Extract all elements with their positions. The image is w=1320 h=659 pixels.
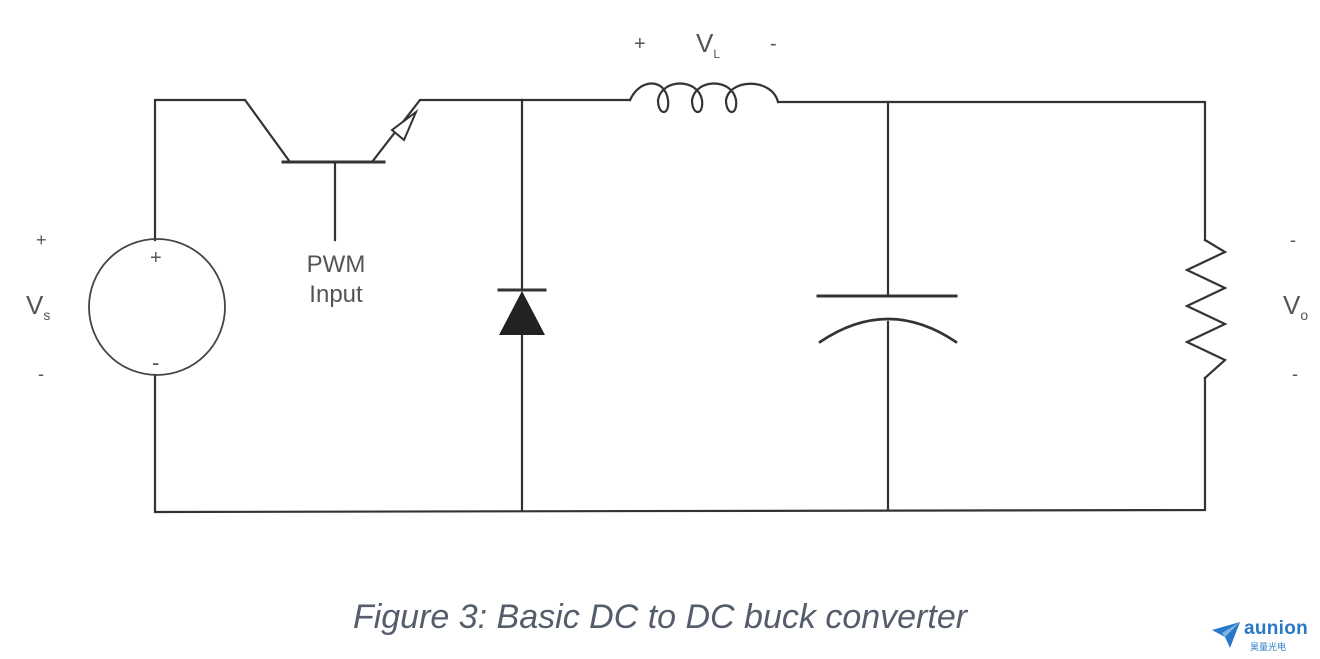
output-minus: - — [1292, 364, 1298, 384]
source-minus-inner: - — [152, 350, 159, 375]
logo-subtitle: 昊量光电 — [1250, 642, 1287, 652]
wire-bottom-rail — [153, 373, 1207, 514]
wire-emitter-to-rail — [370, 98, 632, 164]
inductor-minus: - — [770, 33, 777, 55]
aunion-logo: aunion 昊量光电 — [1210, 618, 1310, 654]
figure-caption: Figure 3: Basic DC to DC buck converter — [352, 598, 968, 636]
pwm-input-line2: Input — [309, 281, 363, 308]
voltage-source-circle — [88, 238, 226, 376]
logo-word: aunion — [1244, 618, 1309, 639]
circuit-wires — [153, 98, 1207, 514]
transistor — [281, 108, 419, 164]
pwm-input-line1: PWM — [307, 251, 366, 278]
output-plus: - — [1290, 230, 1296, 250]
inductor-coil — [628, 82, 780, 114]
source-minus-outer: - — [38, 364, 44, 384]
transistor-emitter-arrow — [390, 108, 419, 142]
paper-plane-icon — [1212, 622, 1240, 648]
resistor — [1184, 238, 1228, 380]
source-plus-inner: + — [150, 247, 162, 269]
capacitor — [816, 294, 958, 344]
circuit-labels: + Vs - PWM Input + VL - - Vo - — [26, 28, 1308, 384]
voltage-source: + - — [88, 238, 226, 376]
inductor-voltage-name: VL — [696, 28, 720, 61]
resistor-zigzag — [1184, 238, 1228, 380]
source-plus-outer: + — [36, 230, 47, 250]
diode — [497, 288, 547, 335]
wire-top-rail-right — [776, 100, 1207, 242]
inductor — [628, 82, 780, 114]
capacitor-plate-curved — [818, 317, 958, 344]
output-name: Vo — [1283, 290, 1308, 323]
wire-source-to-collector — [153, 98, 292, 242]
source-name: Vs — [26, 290, 50, 323]
inductor-plus: + — [634, 33, 646, 55]
diode-triangle — [499, 291, 545, 335]
